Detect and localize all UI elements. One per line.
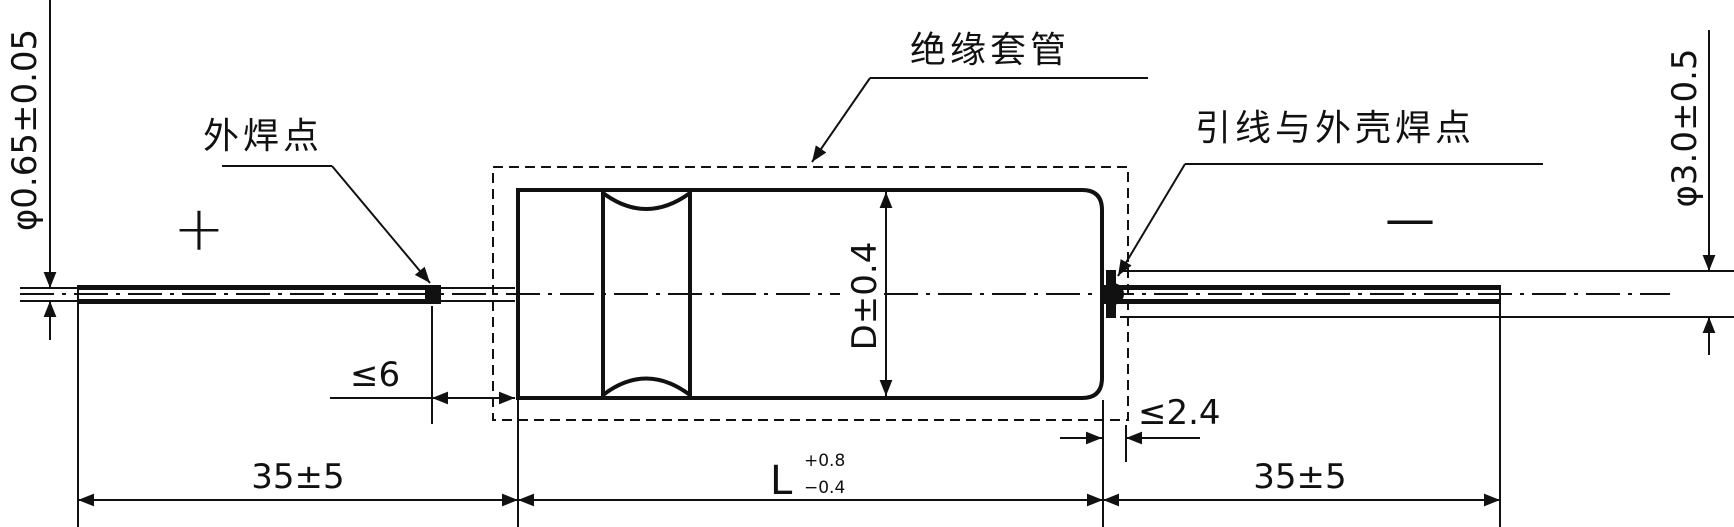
sleeve-diameter-label: φ3.0±0.5 xyxy=(1665,48,1705,207)
body-length-label: L xyxy=(770,458,793,504)
insulation-sleeve-outline xyxy=(492,166,1129,421)
sleeve-diameter-dimension xyxy=(1120,30,1734,355)
lead-case-solder-point-label: 引线与外壳焊点 xyxy=(1195,108,1475,149)
lead-diameter-dimension xyxy=(20,0,78,340)
negative-sign: — xyxy=(1385,190,1435,248)
right-gap-dimension xyxy=(1060,425,1200,462)
positive-sign: + xyxy=(173,192,225,265)
body-groove xyxy=(601,191,692,397)
left-lead-wire xyxy=(77,285,515,304)
insulation-sleeve-label: 绝缘套管 xyxy=(910,30,1070,71)
right-lead-length-label: 35±5 xyxy=(1253,457,1346,497)
outer-solder-point-label: 外焊点 xyxy=(203,116,323,157)
left-gap-dimension xyxy=(330,306,515,424)
body-diameter-label: D±0.4 xyxy=(845,242,885,351)
right-lead-wire xyxy=(1102,270,1501,318)
left-lead-length-label: 35±5 xyxy=(251,457,344,497)
left-gap-label: ≤6 xyxy=(350,355,400,395)
body-length-tol-lower: −0.4 xyxy=(804,478,845,498)
capacitor-body xyxy=(516,188,1104,400)
right-gap-label: ≤2.4 xyxy=(1138,393,1221,433)
body-length-tol-upper: +0.8 xyxy=(804,451,845,471)
lead-diameter-label: φ0.65±0.05 xyxy=(5,29,45,231)
